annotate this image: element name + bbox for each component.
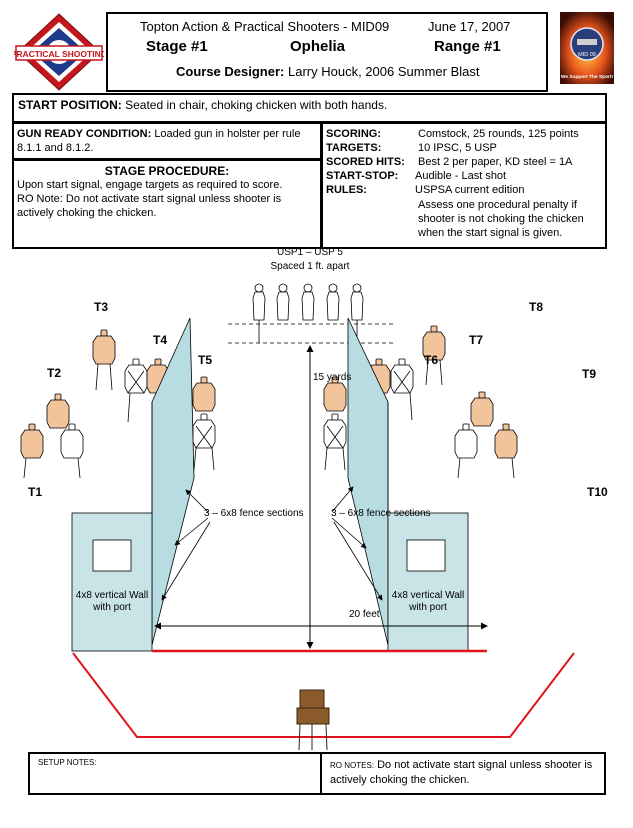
procedure-line2: RO Note: Do not activate start signal un… <box>17 193 282 219</box>
penalty-text: Assess one procedural penalty if shooter… <box>418 199 584 239</box>
usp-spacing-label: Spaced 1 ft. apart <box>270 261 350 272</box>
gun-ready-value: Loaded gun in holster per rule 8.1.1 and… <box>17 128 301 154</box>
distance-label: 15 yards <box>313 372 352 383</box>
fence-arrows-left <box>161 489 211 601</box>
target-label-t4: T4 <box>153 333 168 347</box>
wall-left <box>71 512 153 652</box>
hits-value: Best 2 per paper, KD steel = 1A <box>418 156 573 168</box>
stage-diagram <box>20 283 575 750</box>
target-label-t10: T10 <box>587 485 608 499</box>
procedure-line1: Upon start signal, engage targets as req… <box>17 179 283 191</box>
scoring-label: SCORING: <box>326 128 381 140</box>
target-label-t5: T5 <box>198 353 213 367</box>
ro-notes-label: RO NOTES: <box>330 761 375 770</box>
range-number: Range #1 <box>434 38 501 55</box>
rules-value: USPSA current edition <box>415 184 525 196</box>
targets-label: TARGETS: <box>326 142 382 154</box>
ro-notes-value: Do not activate start signal unless shoo… <box>330 759 593 786</box>
start-stop-label: START-STOP: <box>326 170 399 182</box>
fence-label-right: 3 – 6x8 fence sections <box>331 508 431 519</box>
gun-ready-box: GUN READY CONDITION: Loaded gun in holst… <box>12 122 322 160</box>
target-label-t9: T9 <box>582 367 597 381</box>
stage-number: Stage #1 <box>146 38 208 55</box>
start-stop-value: Audible - Last shot <box>415 170 507 182</box>
usp-label: USP1 – USP 5 <box>277 247 343 258</box>
target-label-t7: T7 <box>469 333 484 347</box>
start-position-box: START POSITION: Seated in chair, choking… <box>12 93 607 123</box>
fence-arrows-right <box>331 486 383 601</box>
wall-right <box>387 512 469 652</box>
shooting-area-boundary <box>72 652 575 738</box>
start-position-value: Seated in chair, choking chicken with bo… <box>125 98 388 112</box>
footer-box: SETUP NOTES: RO NOTES: Do not activate s… <box>28 752 606 795</box>
uspsa-logo: PRACTICAL SHOOTING <box>11 12 108 92</box>
targets-value: 10 IPSC, 5 USP <box>418 142 497 154</box>
rules-label: RULES: <box>326 184 367 196</box>
hits-label: SCORED HITS: <box>326 156 405 168</box>
designer-label: Course Designer: <box>176 64 285 79</box>
stage-name: Ophelia <box>290 38 346 55</box>
target-label-t6: T6 <box>424 353 439 367</box>
setup-notes-label: SETUP NOTES: <box>38 758 97 767</box>
stage-date: June 17, 2007 <box>428 19 511 34</box>
scoring-box: SCORING: Comstock, 25 rounds, 125 points… <box>321 122 607 249</box>
wall-label-left: 4x8 vertical Wall with port <box>75 590 149 613</box>
logo-text: PRACTICAL SHOOTING <box>14 49 104 59</box>
mid09-logo: MID 09 We Support The Sport! <box>560 12 614 84</box>
target-label-t2: T2 <box>47 366 62 380</box>
chair-icon <box>296 689 330 750</box>
usp-target-row <box>228 283 395 344</box>
fence-label-left: 3 – 6x8 fence sections <box>204 508 304 519</box>
scoring-value: Comstock, 25 rounds, 125 points <box>418 128 579 140</box>
target-label-t8: T8 <box>529 300 544 314</box>
target-group-right <box>323 325 518 479</box>
wall-label-right: 4x8 vertical Wall with port <box>391 590 465 613</box>
right-logo-text: We Support The Sport! <box>561 74 614 80</box>
target-label-t3: T3 <box>94 300 109 314</box>
procedure-title: STAGE PROCEDURE: <box>104 164 230 178</box>
designer-value: Larry Houck, 2006 Summer Blast <box>288 64 480 79</box>
right-logo-badge: MID 09 <box>578 52 596 58</box>
width-label: 20 feet <box>349 609 380 620</box>
target-label-t1: T1 <box>28 485 43 499</box>
header-box: Topton Action & Practical Shooters - MID… <box>106 12 548 92</box>
stage-procedure-box: STAGE PROCEDURE: Upon start signal, enga… <box>12 159 322 249</box>
start-position-label: START POSITION: <box>18 98 122 112</box>
gun-ready-label: GUN READY CONDITION: <box>17 128 152 140</box>
org-line: Topton Action & Practical Shooters - MID… <box>140 19 390 34</box>
